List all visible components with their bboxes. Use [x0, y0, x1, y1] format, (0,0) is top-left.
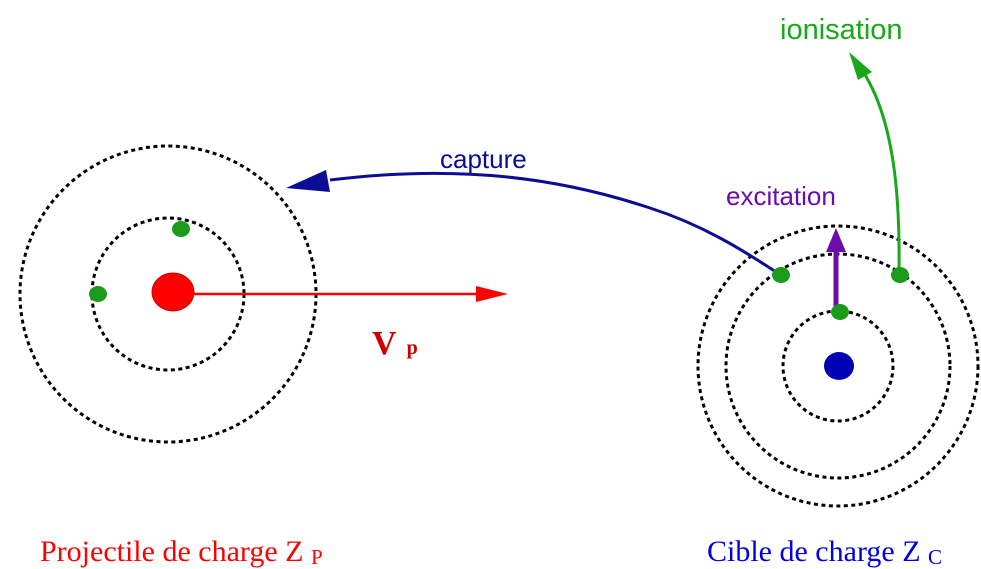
target-nucleus [824, 352, 854, 380]
ionisation-process [849, 52, 909, 283]
ionisation-label: ionisation [780, 14, 903, 46]
projectile-electron-top [172, 221, 190, 237]
target-caption: Cible de charge Z C [707, 535, 942, 569]
projectile-caption: Projectile de charge Z P [40, 535, 323, 569]
projectile-velocity-arrowhead [476, 286, 508, 302]
ionised-electron [891, 267, 909, 283]
projectile-electron-left [89, 286, 107, 302]
ionisation-arrow [862, 70, 899, 272]
captured-electron [772, 267, 790, 283]
capture-arrow [330, 173, 779, 274]
projectile-nucleus [152, 273, 194, 311]
excitation-label: excitation [726, 181, 836, 211]
excitation-arrowhead [826, 228, 846, 252]
velocity-label: V p [372, 325, 418, 362]
capture-process [286, 170, 790, 283]
projectile-caption-subscript: P [311, 545, 323, 569]
capture-arrowhead [286, 170, 330, 192]
target-caption-text: Cible de charge Z [707, 535, 921, 568]
ionisation-arrowhead [849, 52, 872, 80]
excitation-process [826, 228, 849, 320]
excited-electron [831, 304, 849, 320]
projectile-caption-text: Projectile de charge Z [40, 535, 304, 568]
target-caption-subscript: C [928, 545, 942, 569]
velocity-subscript: p [407, 337, 418, 359]
velocity-symbol: V [372, 325, 397, 362]
capture-label: capture [440, 144, 527, 174]
projectile-atom [20, 146, 508, 442]
